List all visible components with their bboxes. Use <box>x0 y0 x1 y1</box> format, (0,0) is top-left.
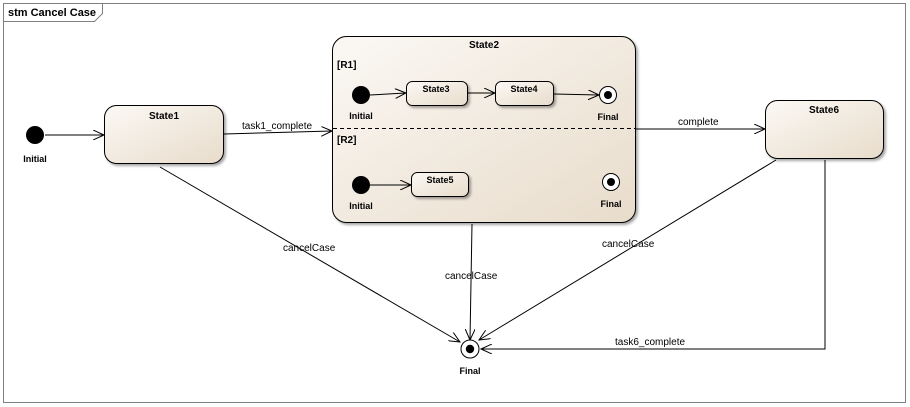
state4: State4 <box>495 81 554 106</box>
initial-r1-label: Initial <box>349 111 373 121</box>
region-r1-label: [R1] <box>337 60 356 71</box>
edge-cancel-from-state2 <box>470 223 472 340</box>
state3-name: State3 <box>422 84 449 94</box>
edge-task6-complete <box>481 160 826 349</box>
label-task6-complete: task6_complete <box>615 337 685 348</box>
label-cancel-from-state2: cancelCase <box>445 271 498 282</box>
state2: State2 [R1] [R2] Initial State3 State4 F… <box>332 36 636 223</box>
label-complete: complete <box>678 117 719 128</box>
state4-name: State4 <box>510 84 537 94</box>
label-cancel-from-state6: cancelCase <box>602 239 655 250</box>
state1: State1 <box>104 105 224 164</box>
label-task1-complete: task1_complete <box>242 121 312 132</box>
label-cancel-from-state1: cancelCase <box>283 243 336 254</box>
final-main-label: Final <box>459 366 480 376</box>
region-r2-label: [R2] <box>337 135 356 146</box>
final-r2-label: Final <box>600 199 621 209</box>
initial-node-main <box>26 126 44 144</box>
initial-main-label: Initial <box>23 154 47 164</box>
state6-name: State6 <box>809 105 839 116</box>
initial-node-r1 <box>352 86 370 104</box>
final-node-r1 <box>599 86 617 104</box>
edge-cancel-from-state6 <box>479 159 777 340</box>
state2-name: State2 <box>469 40 499 51</box>
edge-task1-complete <box>223 131 332 134</box>
final-r1-label: Final <box>597 112 618 122</box>
state6: State6 <box>765 100 884 159</box>
edge-cancel-from-state1 <box>159 166 460 342</box>
final-node-main <box>460 339 480 359</box>
initial-node-r2 <box>352 176 370 194</box>
state1-name: State1 <box>149 111 179 122</box>
state5: State5 <box>411 172 469 197</box>
initial-r2-label: Initial <box>349 201 373 211</box>
frame-title: stm Cancel Case <box>8 7 96 19</box>
frame-title-tab <box>3 3 103 22</box>
final-node-r2 <box>602 173 620 191</box>
edge-state4-to-final <box>553 94 599 95</box>
state5-name: State5 <box>426 175 453 185</box>
state3: State3 <box>406 81 468 106</box>
edge-r1-initial-to-state3 <box>369 93 406 95</box>
